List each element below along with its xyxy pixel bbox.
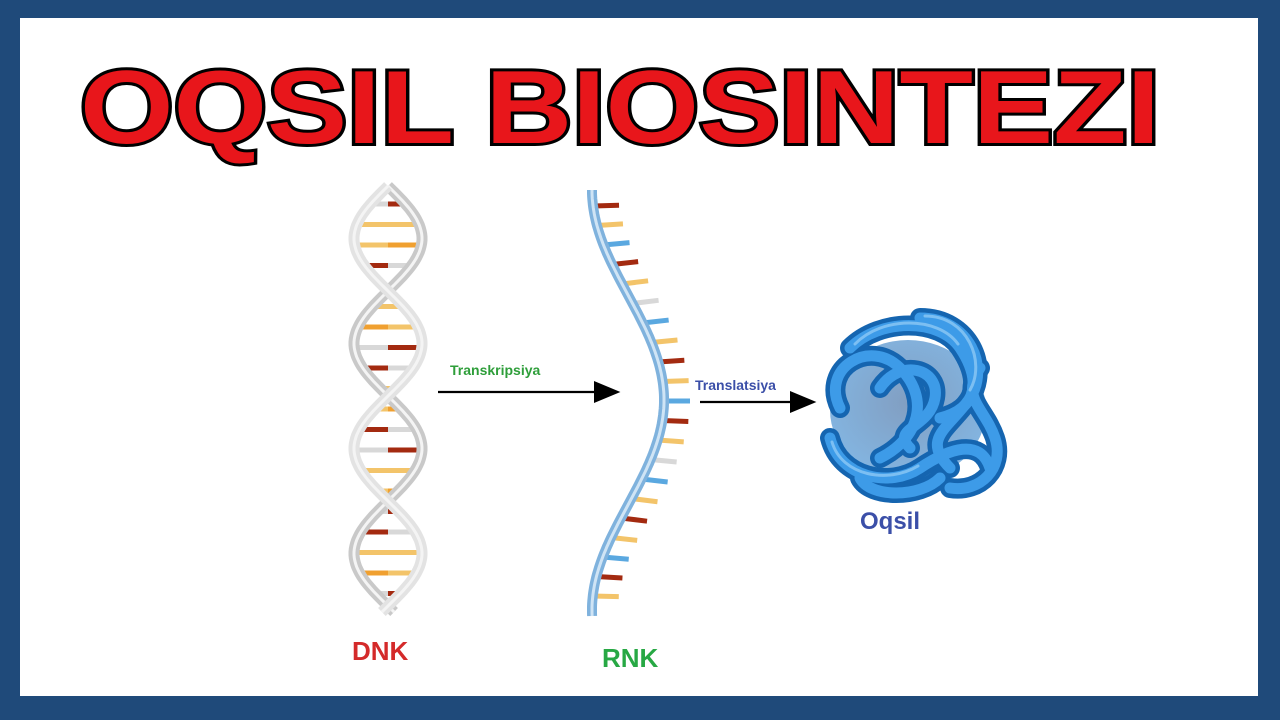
translatsiya-label: Translatsiya	[695, 377, 776, 393]
protein-globule-icon	[820, 308, 1008, 503]
page-title: OQSIL BIOSINTEZI	[80, 50, 1160, 166]
rna-backbone	[587, 190, 669, 617]
dna-backbone	[348, 182, 428, 616]
rna-strand-icon	[587, 190, 691, 617]
title-graphic: OQSIL BIOSINTEZI	[77, 47, 1163, 168]
dna-double-helix-icon	[348, 182, 428, 616]
rna-backbone-highlight	[590, 190, 666, 617]
transkripsiya-label: Transkripsiya	[450, 362, 541, 378]
oqsil-label: Oqsil	[860, 508, 921, 535]
rnk-label: RNK	[602, 643, 659, 673]
biosynthesis-diagram	[348, 182, 1008, 617]
dna-backbone-highlight	[352, 184, 424, 614]
dnk-label: DNK	[352, 636, 409, 666]
poster-frame: OQSIL BIOSINTEZI	[20, 18, 1258, 696]
